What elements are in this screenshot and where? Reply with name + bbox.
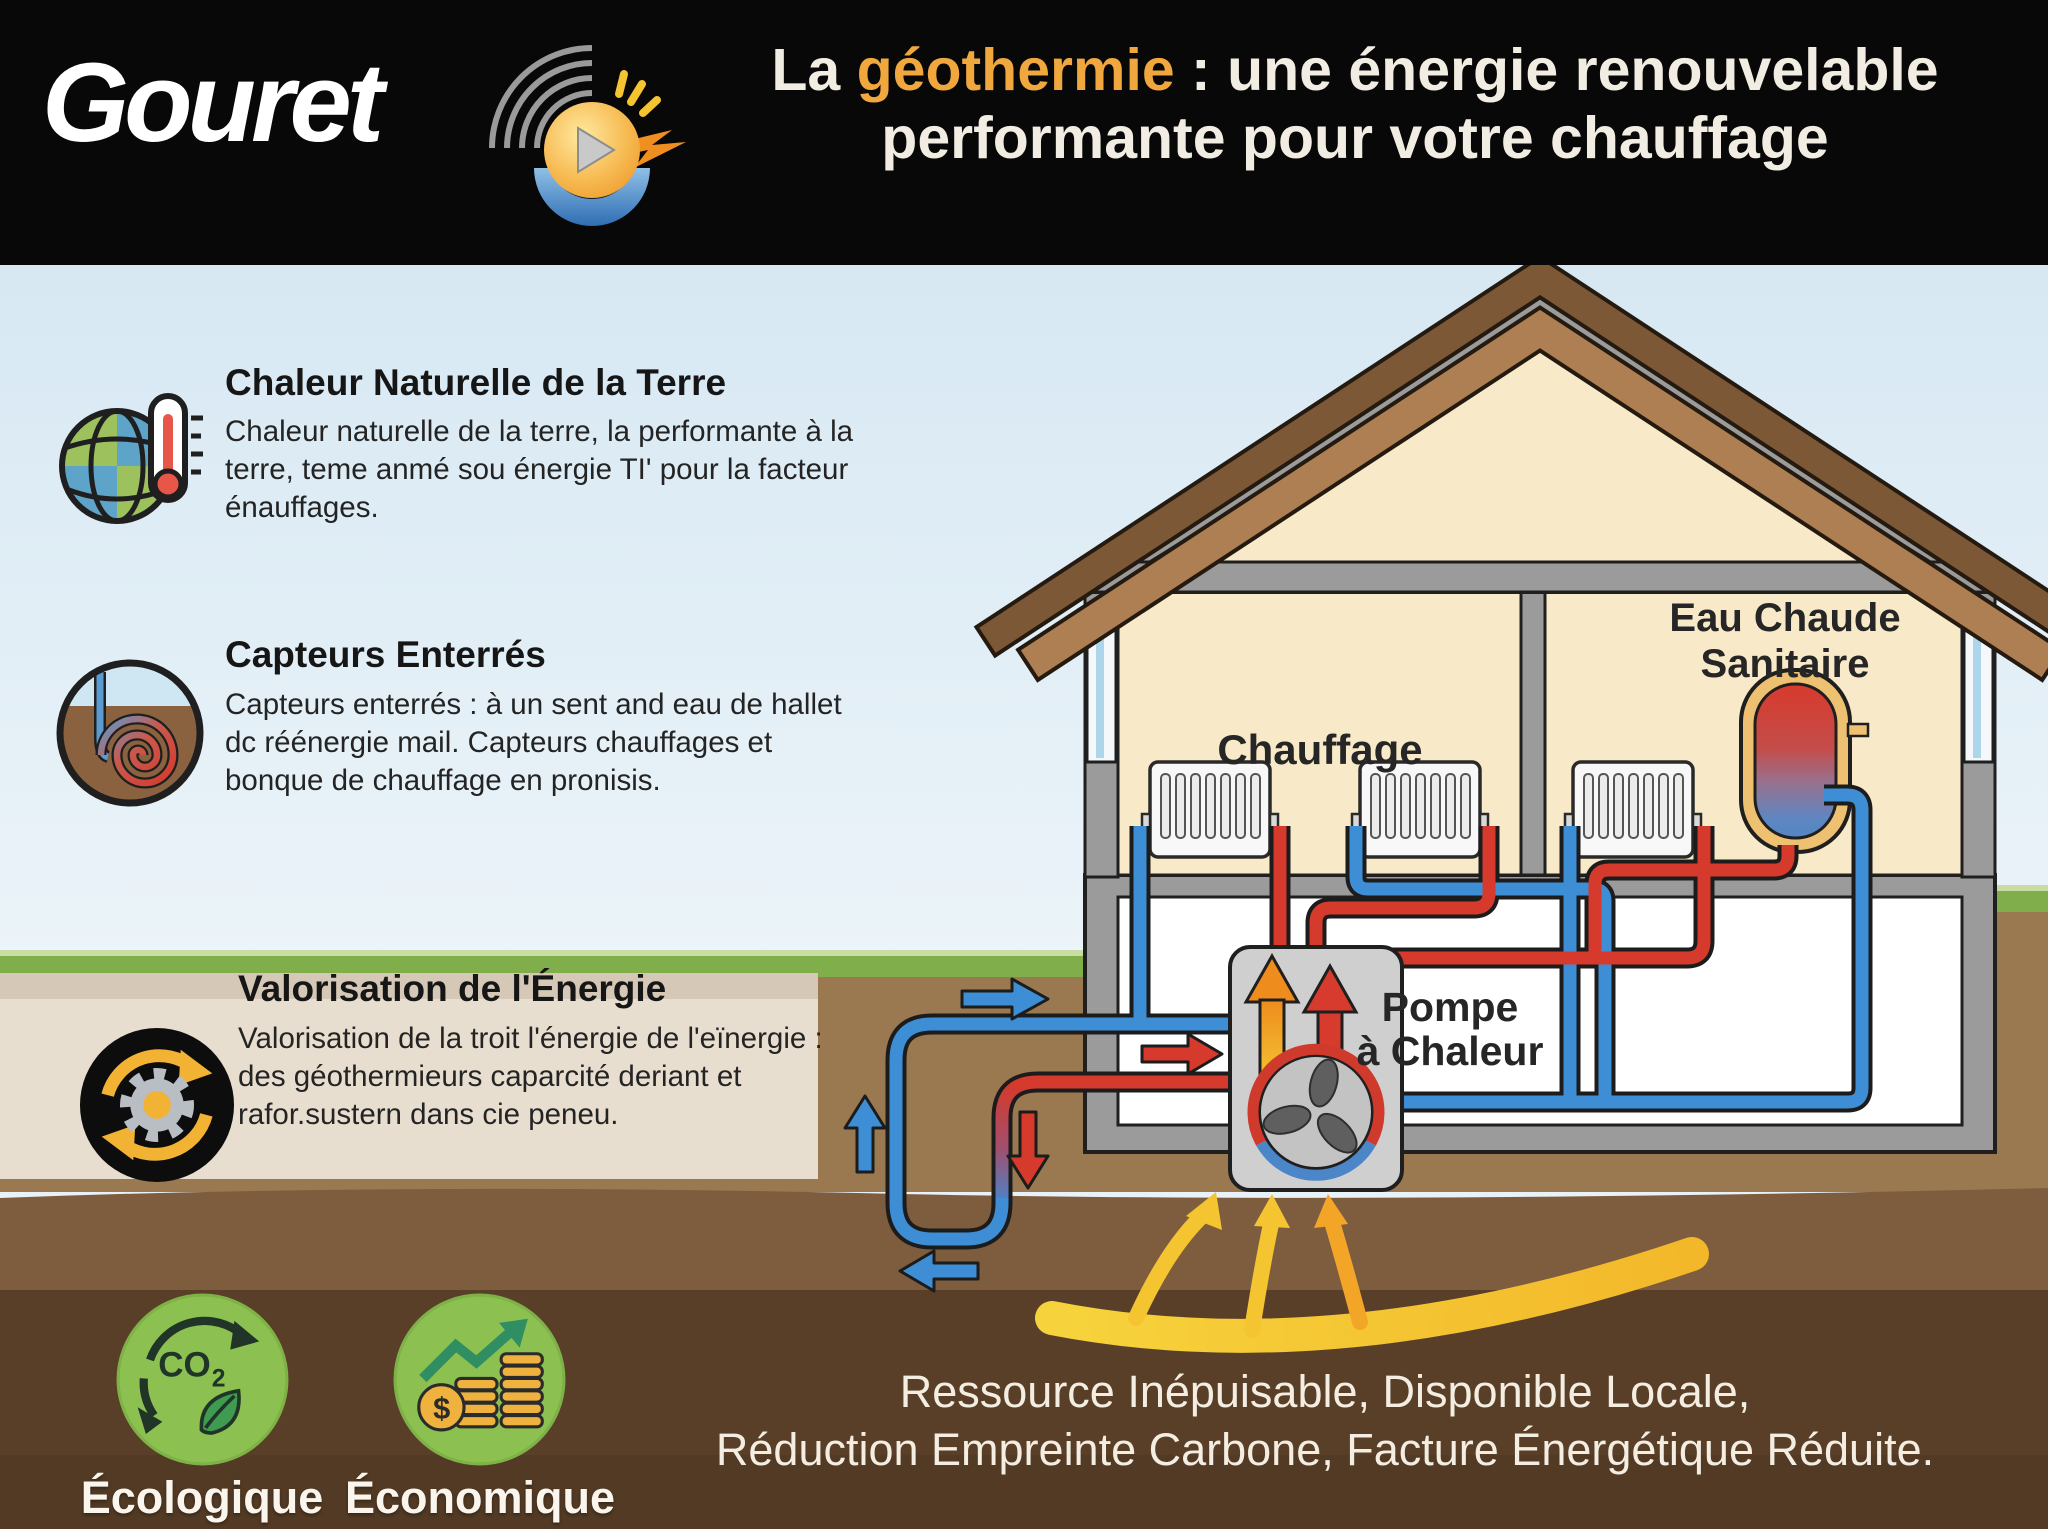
- heating-label: Chauffage: [1217, 726, 1423, 773]
- svg-text:$: $: [433, 1391, 450, 1426]
- right-window-glass: [1973, 632, 1981, 758]
- svg-text:2: 2: [212, 1366, 226, 1393]
- section-body-1: Chaleur naturelle de la terre, la perfor…: [225, 415, 854, 524]
- badge-label-ecologique: Écologique: [80, 1472, 324, 1523]
- roof-inner-band: [1020, 309, 2048, 678]
- radiator-2: [1350, 760, 1490, 859]
- section-body-3: Valorisation de la troit l'énergie de l'…: [238, 1022, 823, 1131]
- heat-swoosh: [1035, 1237, 1709, 1353]
- header-band: [0, 0, 2048, 265]
- co2-reduction-icon: CO 2: [116, 1293, 289, 1466]
- blue-up-arrow: [843, 1094, 887, 1174]
- footer-tagline-line1: Ressource Inépuisable, Disponible Locale…: [899, 1366, 1751, 1417]
- blue-right-arrow: [960, 977, 1050, 1021]
- section-title-3: Valorisation de l'Énergie: [238, 968, 667, 1009]
- heat-pump-unit: [1228, 945, 1404, 1192]
- section-body-2: Capteurs enterrés : à un sent and eau de…: [225, 688, 842, 797]
- badge-label-economique: Économique: [344, 1472, 616, 1523]
- blue-crescent-icon: [534, 168, 650, 226]
- energy-recovery-icon: [79, 1027, 235, 1183]
- buried-collector-icon: [56, 659, 204, 807]
- spark-dashes-icon: [615, 70, 661, 117]
- title-line-1: La géothermie : une énergie renouvelable: [771, 37, 1939, 103]
- signal-arcs-icon: [489, 45, 593, 149]
- red-down-arrow: [1006, 1110, 1050, 1190]
- soil-mid: [0, 1188, 2048, 1292]
- tank-outlet-stub: [1846, 722, 1870, 738]
- flow-arrows: [843, 977, 1224, 1293]
- soil-deepest: [0, 1455, 2048, 1529]
- heat-pump-label-line1: Pompe: [1381, 984, 1519, 1030]
- footer-tagline-line2: Réduction Empreinte Carbone, Facture Éne…: [715, 1424, 1935, 1475]
- title-accent: géothermie: [856, 37, 1175, 103]
- globe-thermometer-icon: [59, 393, 203, 524]
- play-icon: [577, 126, 616, 174]
- red-right-arrow: [1140, 1032, 1224, 1076]
- radiator-3: [1563, 760, 1703, 859]
- title-line-2: performante pour votre chauffage: [881, 105, 1829, 171]
- savings-growth-icon: $: [393, 1293, 566, 1466]
- svg-text:CO: CO: [158, 1345, 211, 1384]
- radiator-1: [1140, 760, 1280, 859]
- grass-highlight-left: [0, 950, 1500, 956]
- roof-outer-band: [979, 259, 2048, 653]
- section-title-2: Capteurs Enterrés: [225, 634, 546, 675]
- hot-water-label-line1: Eau Chaude: [1669, 596, 1901, 640]
- page-title: La géothermie : une énergie renouvelable…: [690, 36, 2020, 172]
- section-title-1: Chaleur Naturelle de la Terre: [225, 362, 727, 403]
- heat-pump-label-line2: à Chaleur: [1356, 1028, 1544, 1074]
- blue-left-arrow: [898, 1249, 980, 1293]
- ceiling-beam: [1083, 560, 1997, 594]
- hot-water-tank-body: [1753, 682, 1838, 840]
- ground-return-pipe: [995, 1075, 1238, 1198]
- hot-water-label-line2: Sanitaire: [1700, 642, 1870, 686]
- ground-heat-arrows: [1035, 1192, 1709, 1353]
- room-divider-wall: [1519, 590, 1547, 877]
- brand-logo-text: Gouret: [42, 40, 384, 165]
- red-up-arrow-head: [1301, 962, 1359, 1014]
- left-window-glass: [1096, 632, 1104, 758]
- brand-logo-icon: [489, 45, 686, 226]
